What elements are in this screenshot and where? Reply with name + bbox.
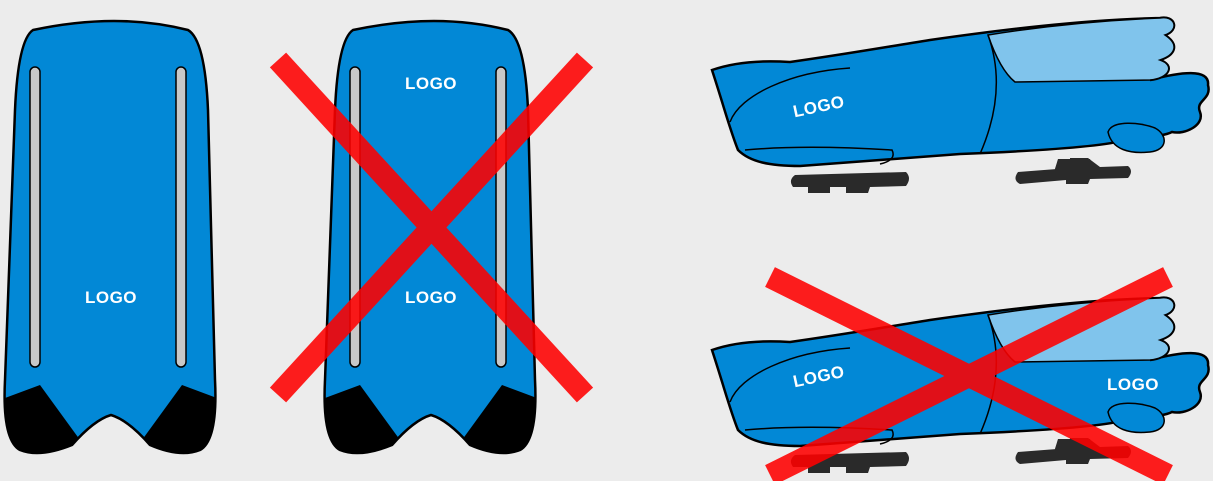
skid-rear	[1015, 158, 1131, 184]
skid-front	[791, 172, 909, 193]
sled-canopy	[988, 18, 1174, 82]
logo-text-rear: LOGO	[1107, 375, 1159, 394]
logo-text-top: LOGO	[405, 74, 457, 93]
side-view-correct-example: LOGO	[712, 18, 1209, 193]
sled-runner-right	[176, 67, 186, 367]
sled-rear-bumper	[1108, 403, 1164, 432]
sled-runner-left	[30, 67, 40, 367]
sled-rear-bumper	[1108, 123, 1164, 152]
logo-text-bottom: LOGO	[405, 288, 457, 307]
top-view-correct-example: LOGO	[0, 21, 222, 458]
logo-text: LOGO	[85, 288, 137, 307]
